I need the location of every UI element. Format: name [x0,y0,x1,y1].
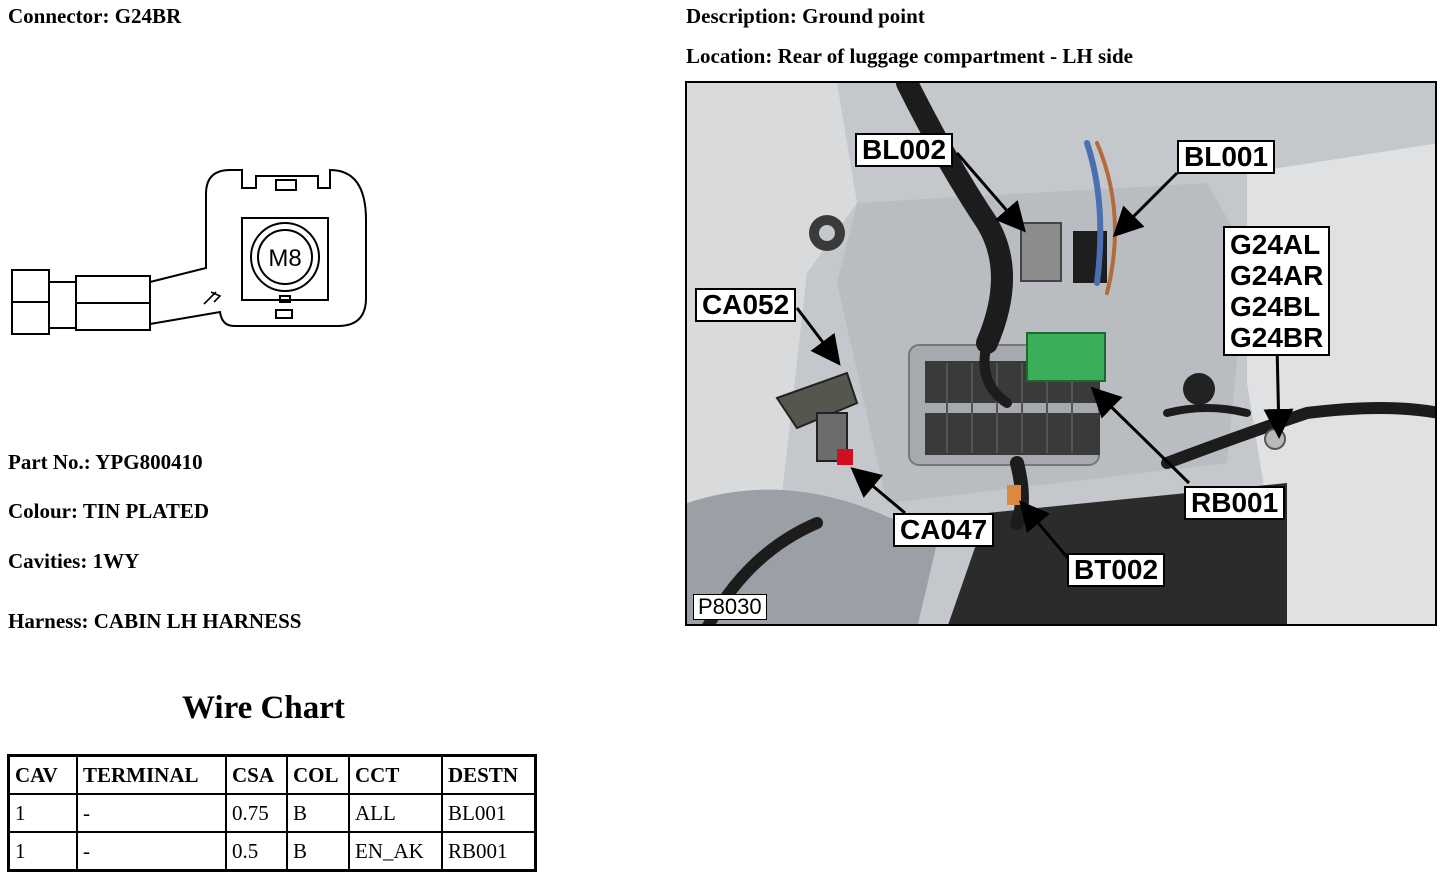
cell-terminal: - [76,793,227,833]
harness-label: Harness: CABIN LH HARNESS [8,609,302,633]
photo-id-label: P8030 [693,594,767,620]
table-row: 1 - 0.5 B EN_AK RB001 [7,831,537,872]
cell-terminal: - [76,831,227,872]
callout-bl001: BL001 [1177,140,1276,174]
table-header-row: CAV TERMINAL CSA COL CCT DESTN [7,754,537,795]
col-cct: CCT [348,754,443,795]
col-csa: CSA [225,754,288,795]
colour-label: Colour: TIN PLATED [8,499,210,523]
cell-csa: 0.75 [225,793,288,833]
cell-col: B [286,793,350,833]
callout-ca052: CA052 [695,288,797,322]
col-col: COL [286,754,350,795]
part-number: Part No.: YPG800410 [8,450,203,474]
wire-chart-table: CAV TERMINAL CSA COL CCT DESTN 1 - 0.75 … [7,754,537,872]
callout-g24ar: G24AR [1230,260,1324,291]
col-cav: CAV [7,754,78,795]
callout-g24al: G24AL [1230,229,1321,260]
col-destn: DESTN [441,754,537,795]
callout-g24br: G24BR [1230,322,1324,353]
cell-destn: BL001 [441,793,537,833]
cavities-label: Cavities: 1WY [8,549,140,573]
cell-cct: EN_AK [348,831,443,872]
cell-col: B [286,831,350,872]
callout-g24-group: G24AL G24AR G24BL G24BR [1223,226,1331,356]
cell-cct: ALL [348,793,443,833]
callout-rb001: RB001 [1184,486,1286,520]
cell-cav: 1 [7,831,78,872]
connector-label: Connector: G24BR [8,4,182,28]
callout-ca047: CA047 [893,513,995,547]
location-label: Location: Rear of luggage compartment - … [686,44,1133,68]
terminal-size-label: M8 [268,245,301,272]
callout-bt002: BT002 [1067,553,1166,587]
cell-csa: 0.5 [225,831,288,872]
col-terminal: TERMINAL [76,754,227,795]
ring-terminal-connector-drawing: M8 [11,168,367,335]
cell-cav: 1 [7,793,78,833]
cell-destn: RB001 [441,831,537,872]
description-label: Description: Ground point [686,4,925,28]
callout-g24bl: G24BL [1230,291,1321,322]
wire-chart-title: Wire Chart [182,690,345,726]
table-row: 1 - 0.75 B ALL BL001 [7,793,537,833]
callout-bl002: BL002 [855,133,954,167]
location-photo: BL002 BL001 CA052 G24AL G24AR G24BL G24B… [685,81,1437,626]
